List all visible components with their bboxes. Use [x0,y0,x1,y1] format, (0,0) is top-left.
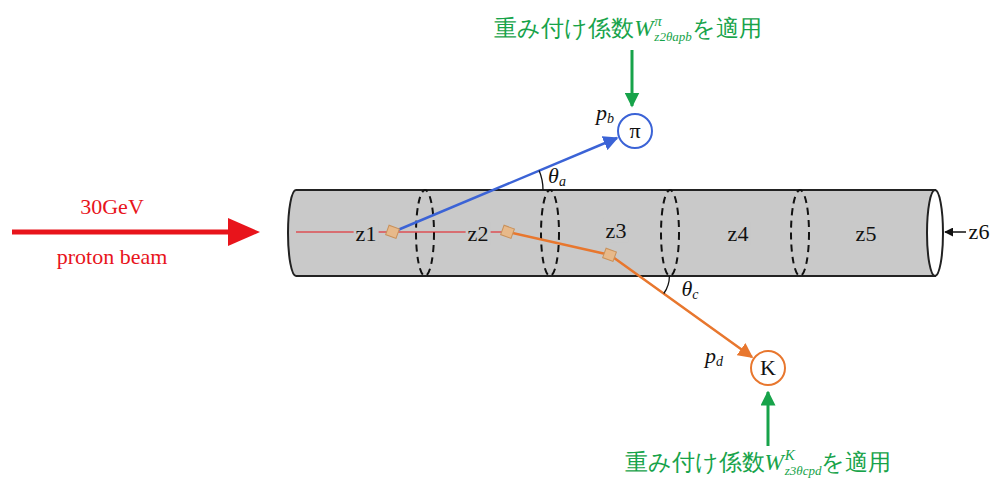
callout-arrow [631,50,634,106]
zone-label: z4 [726,222,751,246]
momentum-label-text: p [596,101,607,125]
momentum-label: pd [705,344,723,368]
weight-note-text: を適用 [692,15,762,40]
zone-label-text: z4 [728,222,749,246]
zone-label: z1 [354,222,379,246]
zone-label: z2 [466,222,491,246]
kaon-track [508,232,752,357]
superscript: π [654,13,662,30]
pion-track [393,138,617,232]
weight-note-text: 重み付け係数 [494,15,634,40]
zone-label-text: z6 [969,220,990,244]
beam-energy-text: 30GeV [80,195,144,219]
callout-arrow [767,392,770,446]
weight-symbol: W [765,449,784,474]
weight-symbol: W [634,15,653,40]
weight-note: 重み付け係数Wπz2θapbを適用 [494,13,762,44]
interaction-point [386,225,617,261]
zone-label: z5 [854,222,879,246]
momentum-label-text: p [705,344,716,368]
superscript: K [785,447,795,464]
subscript: a [559,174,566,189]
beam-energy: 30GeV [80,195,144,219]
zone-label-text: z2 [468,222,489,246]
subscript: d [716,354,723,369]
angle-arc [539,171,543,190]
weight-note: 重み付け係数WKz3θcpdを適用 [625,447,892,478]
subscript: c [692,287,698,302]
pion-circle: π [617,113,653,149]
zone-label: z3 [604,219,629,243]
beam-label-text: proton beam [57,245,168,269]
angle-label-text: θ [681,277,692,301]
particle-symbol: π [629,120,640,142]
angle-label: θc [681,277,698,301]
angle-label-text: θ [548,164,559,188]
z6-pointer [945,231,966,233]
kaon-circle: K [750,350,786,386]
weight-note-text: 重み付け係数 [625,449,765,474]
particle-symbol: K [760,357,776,379]
zone-label-text: z3 [606,219,627,243]
zone-label-text: z1 [356,222,377,246]
weight-note-text: を適用 [821,449,891,474]
angle-arc [664,276,670,294]
momentum-label: pb [596,101,614,125]
zone-label-text: z5 [856,222,877,246]
subscript: z3θcpd [785,463,822,477]
subscript: z2θapb [654,29,691,43]
target-cylinder [288,190,943,276]
angle-label: θa [548,164,566,188]
zone-label: z6 [969,220,990,244]
beam-label: proton beam [57,245,168,269]
subscript: b [607,111,614,126]
beam-arrow [12,218,260,246]
